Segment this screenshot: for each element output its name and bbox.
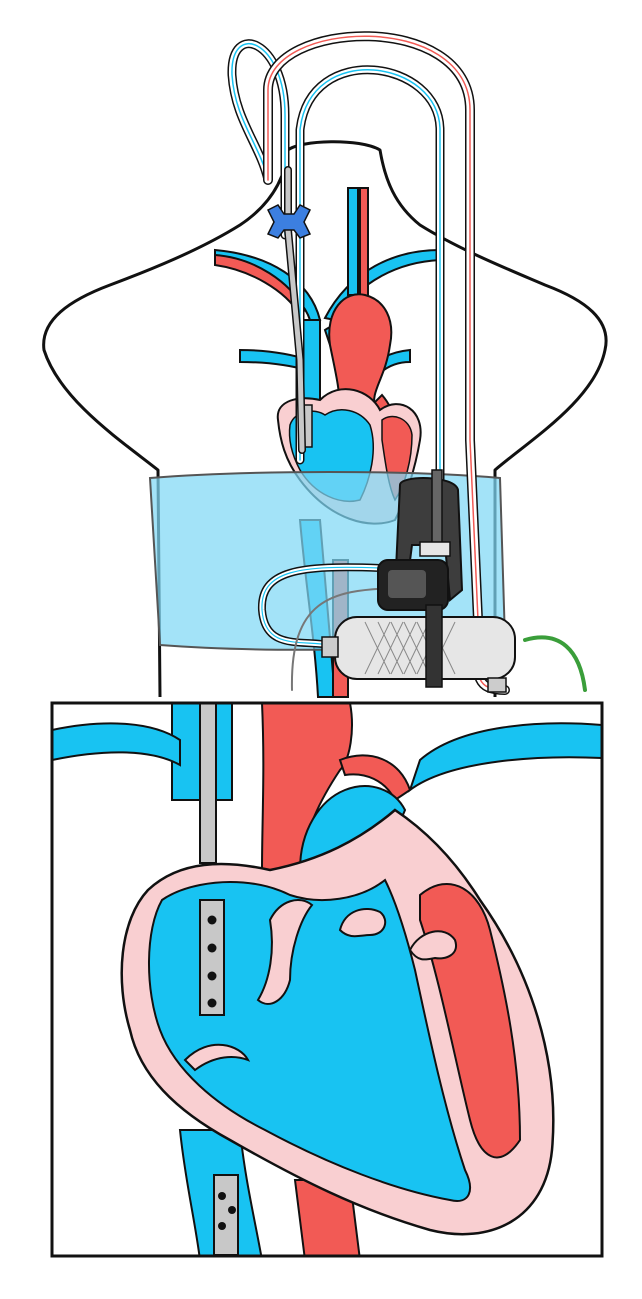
detail-ivc-cannula <box>213 1174 239 1256</box>
drainage-tube-stripe <box>299 69 441 481</box>
jugular-vein <box>347 187 359 296</box>
septal-curl <box>183 1043 251 1072</box>
oxygenator-port-left <box>321 636 339 658</box>
torso-panel <box>42 31 608 698</box>
pump-loop-stripe <box>261 566 381 646</box>
tricuspid-valve <box>256 899 314 1005</box>
mitral-valve <box>408 930 457 961</box>
detail-cannula-shaft <box>199 703 217 864</box>
pump-top-clip <box>431 469 443 551</box>
cannula-hole <box>207 971 217 981</box>
oxygenator-body <box>334 616 516 680</box>
pump-connector <box>419 541 451 557</box>
detail-vein-left <box>52 722 181 767</box>
stopcock-icon <box>266 204 312 239</box>
ecmo-pump-icon <box>377 469 464 611</box>
heart-valves <box>183 899 457 1072</box>
gas-line <box>523 635 587 692</box>
cannula-hole <box>218 1192 226 1200</box>
cannula-hole <box>207 943 217 953</box>
cannula-hole <box>218 1222 226 1230</box>
inflow-cannula-core <box>285 167 305 453</box>
carotid-artery <box>359 187 369 301</box>
detail-aortic-arch-curve <box>338 754 412 802</box>
cannula-hole <box>228 1206 236 1214</box>
cannula-hole <box>207 998 217 1008</box>
venous-tube-stripe <box>231 43 286 236</box>
pump-holder <box>393 477 464 603</box>
oxygenator-icon <box>321 604 516 693</box>
sampling-line <box>290 587 396 691</box>
pulmonary-valve-leaflet <box>338 908 387 938</box>
left-subclavian-artery <box>214 253 307 317</box>
cannula-hole <box>207 915 217 925</box>
detail-cannula-tip <box>199 899 225 1016</box>
right-chambers <box>148 878 471 1202</box>
heart-detail-panel <box>50 701 604 1258</box>
oxygenator-port-right <box>487 677 507 693</box>
detail-panel-frame <box>50 701 604 1258</box>
pump-head <box>388 570 426 598</box>
oxygenator-clamp <box>425 604 443 688</box>
